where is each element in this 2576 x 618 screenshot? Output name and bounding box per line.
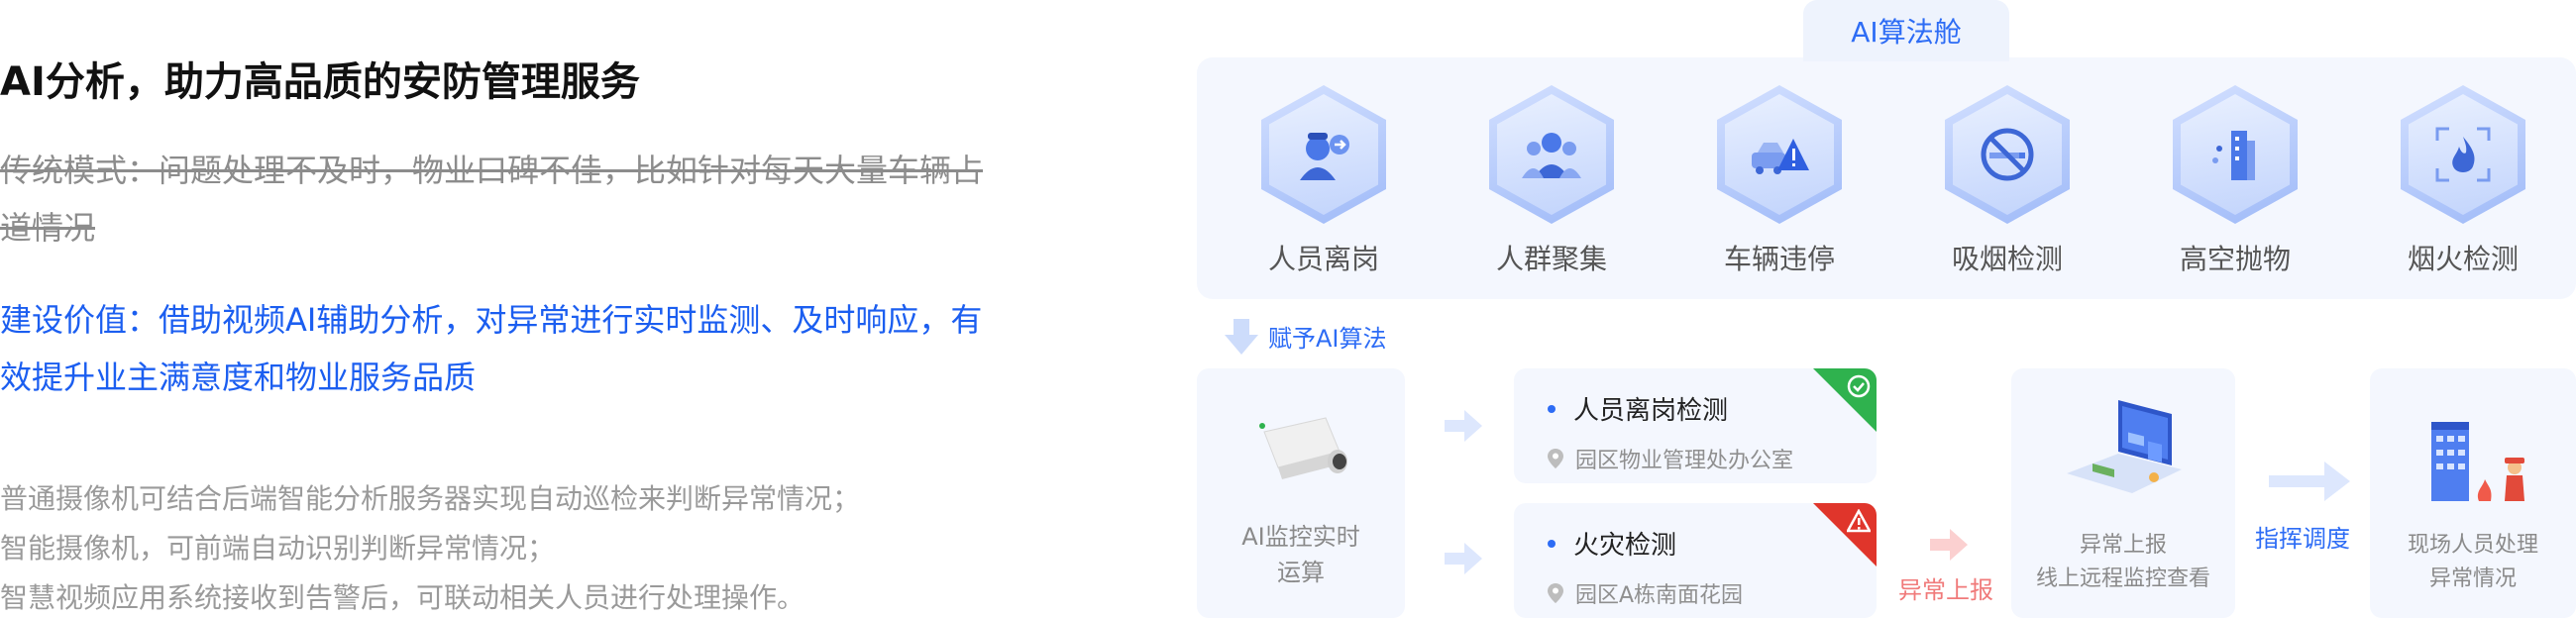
guard-leave-icon xyxy=(1261,85,1386,224)
detection-card-fire[interactable]: 火灾检测 园区A栋南面花园 xyxy=(1514,503,1877,618)
warning-icon xyxy=(1847,509,1871,533)
algorithm-item-fire[interactable]: 烟火检测 xyxy=(2364,85,2562,277)
algorithm-label: 人群聚集 xyxy=(1495,243,1607,275)
detection-location: 园区A栋南面花园 xyxy=(1548,577,1743,609)
check-icon xyxy=(1847,374,1871,398)
algorithm-cabin-panel xyxy=(1197,57,2576,299)
car-warning-icon xyxy=(1717,85,1842,224)
fire-detect-icon xyxy=(2401,85,2525,224)
algorithm-label: 车辆违停 xyxy=(1723,243,1835,275)
building-fire-icon xyxy=(2431,422,2524,501)
abnormal-report-label: 异常上报 xyxy=(1898,576,1993,604)
report-card[interactable] xyxy=(2011,368,2235,618)
no-smoking-icon xyxy=(1945,85,2070,224)
arrow-down-icon xyxy=(1225,319,1258,360)
traditional-mode-text: 传统模式：问题处理不及时，物业口碑不佳，比如针对每天大量车辆占道情况 xyxy=(0,152,984,247)
report-label: 异常上报 线上远程监控查看 xyxy=(2011,529,2235,596)
laptop-monitor-icon xyxy=(2067,400,2182,493)
algorithm-label: 烟火检测 xyxy=(2407,243,2519,275)
onsite-label-line-2: 异常情况 xyxy=(2428,566,2517,591)
algorithm-label: 人员离岗 xyxy=(1267,243,1379,275)
description-line-1: 普通摄像机可结合后端智能分析服务器实现自动巡检来判断异常情况； xyxy=(0,482,861,515)
algorithm-item-parking[interactable]: 车辆违停 xyxy=(1680,85,1878,277)
algorithm-item-absence[interactable]: 人员离岗 xyxy=(1225,85,1423,277)
crowd-icon xyxy=(1489,85,1614,224)
report-label-line-2: 线上远程监控查看 xyxy=(2035,566,2210,591)
page-title: AI分析，助力高品质的安防管理服务 xyxy=(0,59,640,105)
detection-title: 人员离岗检测 xyxy=(1548,390,1793,427)
algorithm-label: 高空抛物 xyxy=(2179,243,2291,275)
camera-label-line-2: 运算 xyxy=(1277,559,1325,586)
building-drop-icon xyxy=(2173,85,2298,224)
camera-icon xyxy=(1259,417,1347,479)
onsite-card[interactable] xyxy=(2370,368,2576,618)
construction-value-text: 建设价值：借助视频AI辅助分析，对异常进行实时监测、及时响应，有效提升业主满意度… xyxy=(0,301,983,396)
detection-card-absence[interactable]: 人员离岗检测 园区物业管理处办公室 xyxy=(1514,368,1877,483)
camera-label-line-1: AI监控实时 xyxy=(1241,523,1360,551)
report-label-line-1: 异常上报 xyxy=(2079,533,2167,558)
flow-arrow-icon xyxy=(1445,410,1482,442)
flow-arrow-icon xyxy=(1445,543,1482,574)
detection-location: 园区物业管理处办公室 xyxy=(1548,443,1793,474)
dispatch-arrow-icon xyxy=(2269,462,2350,501)
empower-text: 赋予AI算法 xyxy=(1268,325,1387,353)
abnormal-arrow-icon xyxy=(1930,529,1968,561)
algorithm-item-smoking[interactable]: 吸烟检测 xyxy=(1908,85,2106,277)
algorithm-label: 吸烟检测 xyxy=(1951,243,2063,275)
detection-title: 火灾检测 xyxy=(1548,525,1743,562)
location-pin-icon xyxy=(1548,583,1563,609)
camera-label: AI监控实时 运算 xyxy=(1197,519,1405,590)
onsite-label: 现场人员处理 异常情况 xyxy=(2370,529,2576,596)
status-alert-badge xyxy=(1813,503,1877,566)
ai-camera-card[interactable] xyxy=(1197,368,1405,618)
algorithm-item-falling[interactable]: 高空抛物 xyxy=(2136,85,2334,277)
description-line-2: 智能摄像机，可前端自动识别判断异常情况； xyxy=(0,532,556,565)
status-ok-badge xyxy=(1813,368,1877,432)
algorithm-item-crowd[interactable]: 人群聚集 xyxy=(1452,85,1651,277)
location-pin-icon xyxy=(1548,449,1563,474)
dispatch-label: 指挥调度 xyxy=(2255,525,2350,553)
description-line-3: 智慧视频应用系统接收到告警后，可联动相关人员进行处理操作。 xyxy=(0,581,805,614)
algorithm-cabin-tab[interactable]: AI算法舱 xyxy=(1803,0,2009,61)
empower-ai-label: 赋予AI算法 xyxy=(1225,319,1387,360)
onsite-label-line-1: 现场人员处理 xyxy=(2407,533,2538,558)
